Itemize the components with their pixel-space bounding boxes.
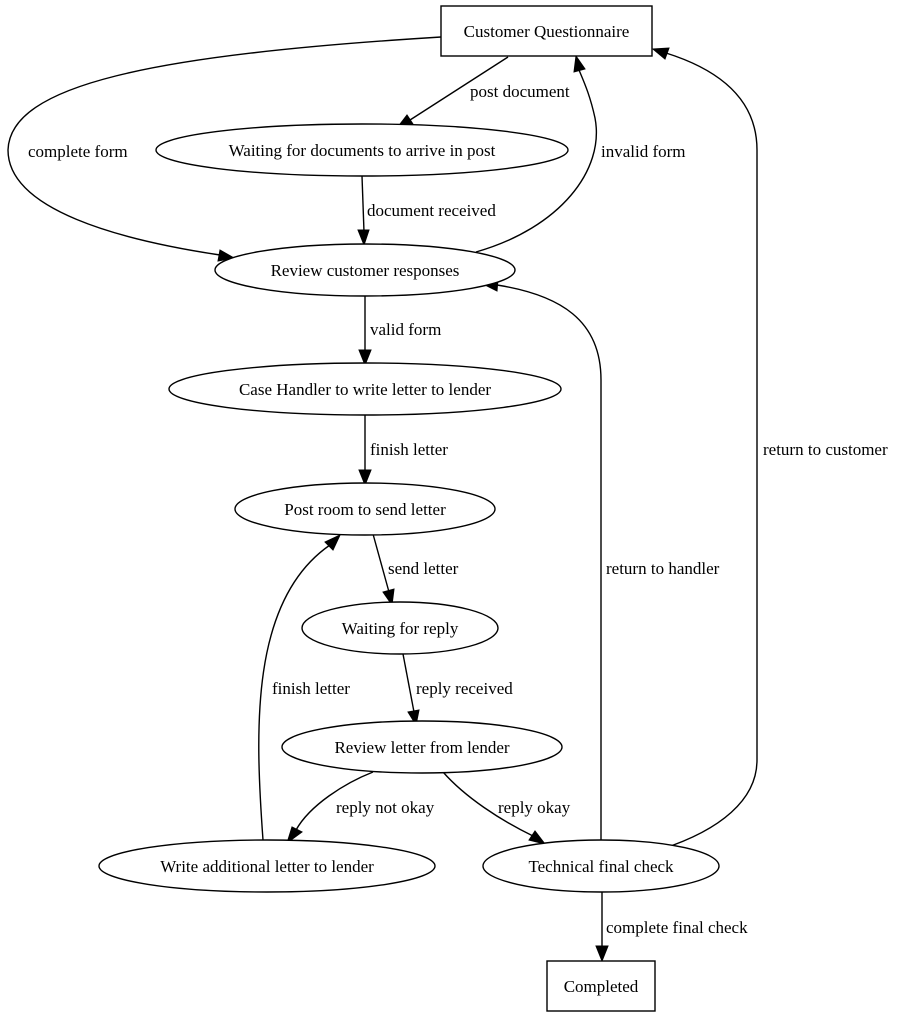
edge-label-valid-form: valid form — [370, 320, 441, 339]
edge-label-return-to-customer: return to customer — [763, 440, 888, 459]
node-label-write-additional: Write additional letter to lender — [160, 857, 374, 876]
node-label-review-responses: Review customer responses — [271, 261, 460, 280]
edge-reply-received: reply received — [402, 653, 513, 727]
node-review-responses: Review customer responses — [214, 243, 516, 297]
edge-label-post-document: post document — [470, 82, 570, 101]
node-technical-check: Technical final check — [482, 839, 720, 893]
edge-label-finish-letter-additional: finish letter — [272, 679, 350, 698]
node-label-customer-questionnaire: Customer Questionnaire — [464, 22, 630, 41]
edge-complete-final-check: complete final check — [595, 890, 748, 963]
node-label-case-handler: Case Handler to write letter to lender — [239, 380, 491, 399]
edge-label-finish-letter-main: finish letter — [370, 440, 448, 459]
node-write-additional: Write additional letter to lender — [98, 839, 436, 893]
edge-label-send-letter: send letter — [388, 559, 459, 578]
node-label-waiting-reply: Waiting for reply — [342, 619, 459, 638]
edge-reply-not-okay: reply not okay — [286, 771, 435, 845]
node-case-handler: Case Handler to write letter to lender — [168, 362, 562, 416]
node-completed: Completed — [546, 960, 656, 1012]
node-waiting-reply: Waiting for reply — [301, 601, 499, 655]
edge-invalid-form: invalid form — [475, 54, 686, 253]
edge-label-reply-not-okay: reply not okay — [336, 798, 435, 817]
node-label-review-letter: Review letter from lender — [334, 738, 509, 757]
edge-reply-okay: reply okay — [442, 771, 571, 845]
node-customer-questionnaire: Customer Questionnaire — [440, 5, 653, 57]
edge-label-complete-form: complete form — [28, 142, 128, 161]
edge-label-invalid-form: invalid form — [601, 142, 686, 161]
edge-finish-letter-main: finish letter — [358, 414, 448, 487]
node-review-letter: Review letter from lender — [281, 720, 563, 774]
edge-label-reply-okay: reply okay — [498, 798, 571, 817]
edge-label-return-to-handler: return to handler — [606, 559, 720, 578]
edge-return-to-customer: return to customer — [651, 47, 888, 850]
node-label-technical-check: Technical final check — [528, 857, 674, 876]
edge-send-letter: send letter — [372, 533, 459, 607]
edge-finish-letter-additional: finish letter — [258, 533, 350, 841]
edge-label-document-received: document received — [367, 201, 496, 220]
node-label-completed: Completed — [564, 977, 639, 996]
edge-label-complete-final-check: complete final check — [606, 918, 748, 937]
node-label-post-room: Post room to send letter — [284, 500, 446, 519]
node-post-room: Post room to send letter — [234, 482, 496, 536]
edge-label-reply-received: reply received — [416, 679, 513, 698]
edge-document-received: document received — [357, 175, 496, 247]
edge-post-document: post document — [395, 56, 570, 129]
node-waiting-documents: Waiting for documents to arrive in post — [155, 123, 569, 177]
node-label-waiting-documents: Waiting for documents to arrive in post — [229, 141, 496, 160]
edge-valid-form: valid form — [358, 296, 441, 367]
